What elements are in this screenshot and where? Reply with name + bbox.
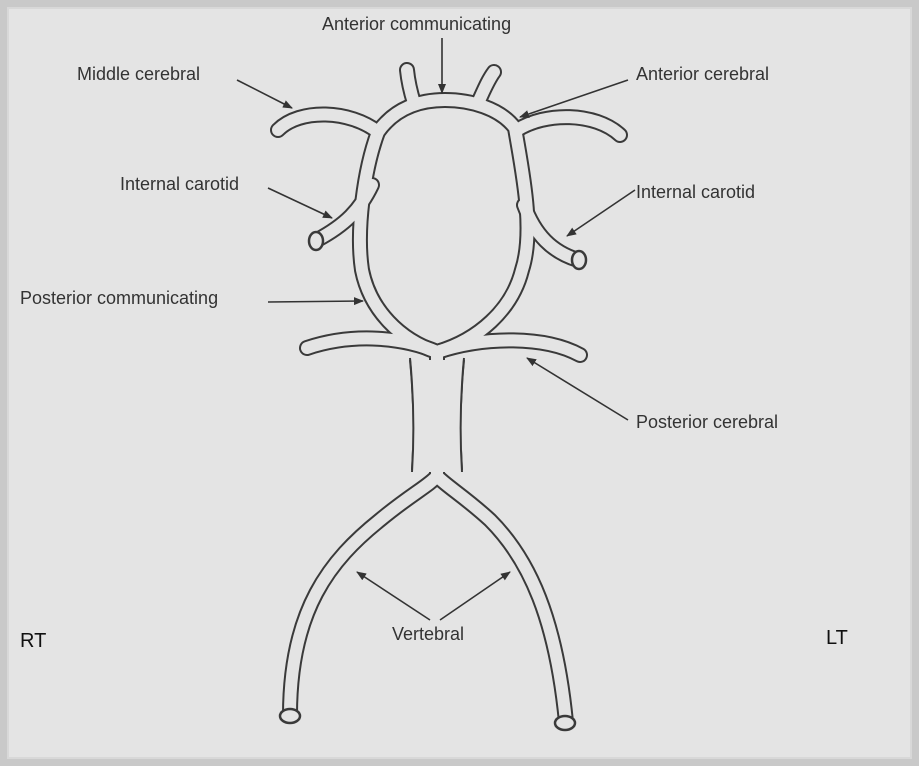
arrow-posterior-cerebral — [526, 357, 629, 421]
vertebral-end-right — [278, 707, 302, 725]
vertebral-end-left — [553, 714, 577, 732]
arrow-anterior-cerebral — [519, 79, 629, 118]
label-vertebral: Vertebral — [392, 624, 465, 644]
internal-carotid-end-left — [570, 249, 588, 271]
label-internal-carotid-left: Internal carotid — [636, 182, 756, 202]
vertebral-artery-left — [429, 468, 574, 730]
label-middle-cerebral: Middle cerebral — [77, 64, 201, 84]
arrow-posterior-communicating — [267, 297, 364, 306]
label-left-side: LT — [826, 627, 848, 649]
arrow-middle-cerebral — [236, 79, 293, 109]
internal-carotid-end-right — [307, 230, 325, 252]
label-anterior-communicating: Anterior communicating — [322, 14, 512, 34]
label-anterior-cerebral: Anterior cerebral — [636, 64, 770, 84]
arrow-internal-carotid-left — [566, 189, 636, 237]
label-internal-carotid-right: Internal carotid — [120, 174, 240, 194]
label-posterior-communicating: Posterior communicating — [20, 288, 219, 308]
label-right-side: RT — [20, 630, 47, 652]
arrow-internal-carotid-right — [267, 187, 333, 219]
arrow-vertebral-left — [439, 571, 511, 621]
arrow-vertebral-right — [356, 571, 431, 621]
label-posterior-cerebral: Posterior cerebral — [636, 412, 779, 432]
